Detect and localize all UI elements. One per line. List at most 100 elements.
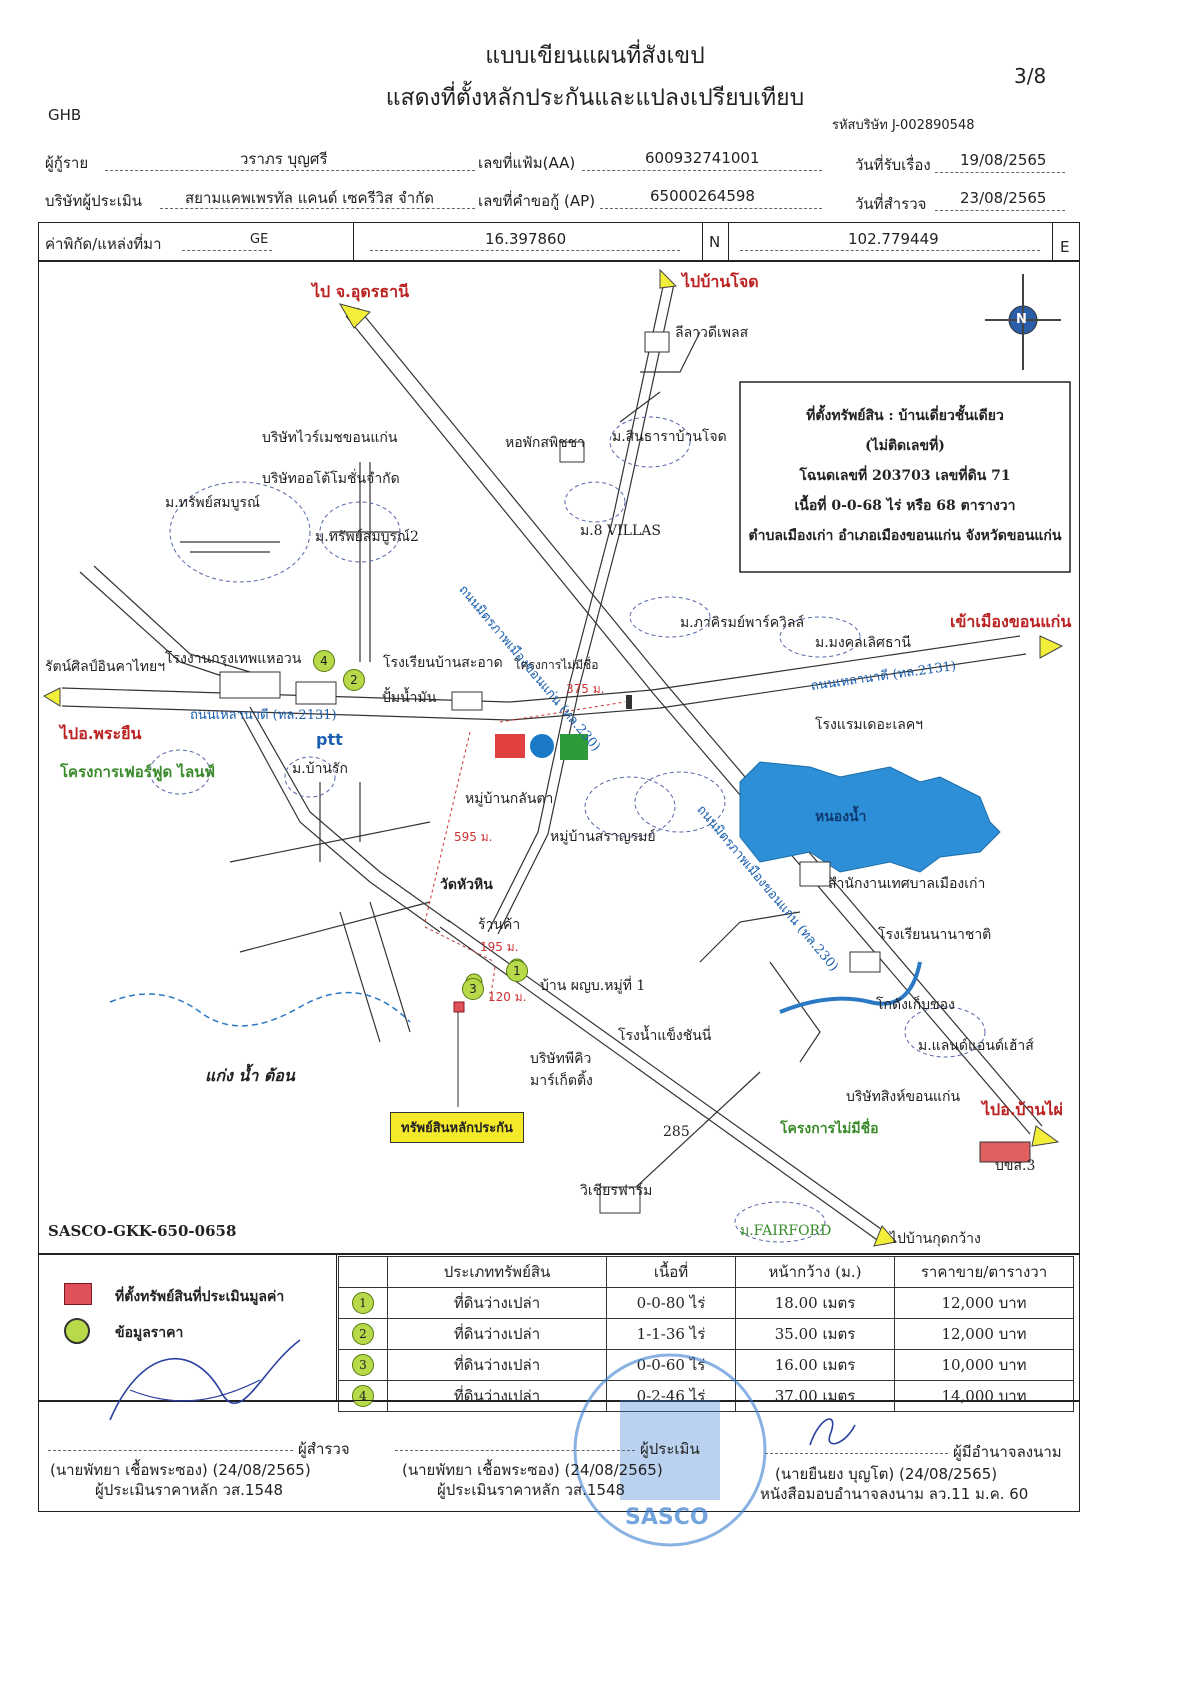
table-row: 1 ที่ดินว่างเปล่า 0-0-80 ไร่ 18.00 เมตร … xyxy=(338,1287,1074,1319)
dist-375: 375 ม. xyxy=(566,682,605,696)
collateral-marker xyxy=(453,1001,465,1013)
table-row: 2 ที่ดินว่างเปล่า 1-1-36 ไร่ 35.00 เมตร … xyxy=(338,1318,1074,1350)
app-no-label: เลขที่คำขอกู้ (AP) xyxy=(478,192,596,210)
label-wiremesh: บริษัทไวร์เมชขอนแก่น xyxy=(262,430,398,446)
dist-120: 120 ม. xyxy=(488,990,527,1004)
label-pakirom: ม.ภาคิรมย์พาร์ควิลล์ xyxy=(680,615,805,631)
label-auto: บริษัทออโต้โมชั่นจำกัด xyxy=(262,471,400,487)
signature-scribble xyxy=(109,1339,301,1421)
signer2-name: (นายพัทยา เชื้อพระซอง) (24/08/2565) xyxy=(402,1461,663,1479)
label-msap: ม.ทรัพย์สมบูรณ์ xyxy=(165,495,261,511)
file-no-value: 600932741001 xyxy=(645,149,760,167)
label-to-phrayuen: ไปอ.พระยืน xyxy=(60,724,142,743)
label-shop: ร้านค้า xyxy=(478,917,521,933)
label-pq-mart: บริษัทพีคิว มาร์เก็ตติ้ง xyxy=(530,1051,593,1089)
coord-label: ค่าพิกัด/แหล่งที่มา xyxy=(45,235,162,253)
info-line-4: เนื้อที่ 0-0-68 ไร่ หรือ 68 ตารางวา xyxy=(794,498,1016,514)
table-header: ประเภททรัพย์สิน xyxy=(387,1256,607,1288)
map-canvas xyxy=(42,268,1071,1247)
borrower-value: วราภร บุญศรี xyxy=(240,150,328,168)
info-box: ที่ตั้งทรัพย์สิน : บ้านเดี่ยวชั้นเดียว (… xyxy=(740,405,1070,547)
signer3-title: หนังสือมอบอำนาจลงนาม ลว.11 ม.ค. 60 xyxy=(760,1485,1029,1503)
label-dorm: หอพักสพิชชา xyxy=(505,435,585,451)
label-headman: บ้าน ผญบ.หมู่ที่ 1 xyxy=(540,978,646,994)
signer1-name: (นายพัทยา เชื้อพระซอง) (24/08/2565) xyxy=(50,1461,311,1479)
survey-label: วันที่สำรวจ xyxy=(855,195,927,213)
label-school-saad: โรงเรียนบ้านสะอาด xyxy=(383,655,503,671)
label-285: 285 xyxy=(663,1124,690,1140)
legend-green-swatch xyxy=(64,1318,90,1344)
price-point-2: 2 xyxy=(343,669,365,691)
label-unnamed-project: โครงการไม่มีชื่อ xyxy=(514,658,599,672)
appraiser-value: สยามแคพเพรทัล แคนด์ เซครีวิส จำกัด xyxy=(185,189,435,207)
signature-scribble-3 xyxy=(809,1418,856,1446)
title-line-2: แสดงที่ตั้งหลักประกันและแปลงเปรียบเทียบ xyxy=(385,85,805,111)
signer2-role: ผู้ประเมิน xyxy=(640,1440,700,1458)
label-warehouse: โกดังเก็บของ xyxy=(876,997,955,1013)
label-land-house: ม.แลนด์แอนด์เฮ้าส์ xyxy=(918,1038,1034,1054)
label-to-kutkwang: ไปบ้านกุดกว้าง xyxy=(890,1231,981,1247)
label-pond: หนองน้ำ xyxy=(815,809,867,825)
price-point-3: 3 xyxy=(462,978,484,1000)
label-to-banchot: ไปบ้านโจด xyxy=(682,272,759,291)
pond xyxy=(739,761,1001,873)
arrow-udon xyxy=(338,303,371,329)
latitude: 16.397860 xyxy=(485,230,567,248)
label-fairford: ม.FAIRFORD xyxy=(740,1223,832,1239)
company-stamp xyxy=(573,1353,767,1547)
borrower-label: ผู้กู้ราย xyxy=(45,154,89,172)
label-banrak: ม.บ้านรัก xyxy=(292,761,348,777)
info-line-3: โฉนดเลขที่ 203703 เลขที่ดิน 71 xyxy=(799,468,1011,484)
signer3-role: ผู้มีอำนาจลงนาม xyxy=(953,1443,1062,1461)
price-table: ประเภททรัพย์สิน เนื้อที่ หน้ากว้าง (ม.) … xyxy=(338,1256,1074,1412)
arrow-banchot xyxy=(659,268,678,289)
label-kanta: หมู่บ้านกลันตา xyxy=(465,791,554,807)
price-point-1: 1 xyxy=(506,960,528,982)
label-hotel: โรงแรมเดอะเลคฯ xyxy=(815,717,924,733)
map-frame xyxy=(38,260,1080,1255)
title-line-1: แบบเขียนแผนที่สังเขป xyxy=(485,43,705,69)
label-singha: บริษัทสิงห์ขอนแก่น xyxy=(846,1089,961,1105)
label-forest-project: โครงการเฟอร์ฟูด ไลนฟ์ xyxy=(60,763,216,781)
legend-red-swatch xyxy=(64,1283,92,1305)
arrow-khonkaen xyxy=(1039,635,1064,659)
label-visia: วิเชียรฟาร์ม xyxy=(580,1183,653,1199)
label-msap2: ม.ทรัพย์สมบูรณ์2 xyxy=(315,529,419,545)
arrow-banphai xyxy=(1031,1125,1060,1147)
signer1-role: ผู้สำรวจ xyxy=(298,1440,350,1458)
lon-dir: E xyxy=(1060,238,1070,256)
received-label: วันที่รับเรื่อง xyxy=(855,156,931,174)
stamp-text: SASCO xyxy=(625,1505,709,1530)
compass-north: N xyxy=(1016,312,1027,327)
dist-595: 595 ม. xyxy=(454,830,493,844)
label-school-inter: โรงเรียนนานาชาติ xyxy=(878,927,992,943)
label-to-udon: ไป จ.อุดรธานี xyxy=(312,282,409,301)
signer3-name: (นายยืนยง บุญโต) (24/08/2565) xyxy=(775,1465,998,1483)
arrow-phrayuen xyxy=(42,687,61,707)
label-factory: โรงงานกรุงเทพแหอวน xyxy=(165,651,302,667)
label-mongkol: ม.มงคลเลิศธานี xyxy=(815,635,911,651)
legend-green-label: ข้อมูลราคา xyxy=(115,1325,184,1341)
company-code: รหัสบริษัท J-002890548 xyxy=(832,118,975,133)
table-row: 3 ที่ดินว่างเปล่า 0-0-60 ไร่ 16.00 เมตร … xyxy=(338,1349,1074,1381)
lat-dir: N xyxy=(709,233,721,251)
label-wat: วัดหัวหิน xyxy=(440,877,493,893)
label-gas: ปั้มน้ำมัน xyxy=(382,690,437,706)
info-line-2: (ไม่ติดเลขที่) xyxy=(865,438,945,454)
label-to-khonkaen: เข้าเมืองขอนแก่น xyxy=(950,612,1072,631)
legend-red-label: ที่ตั้งทรัพย์สินที่ประเมินมูลค่า xyxy=(115,1289,285,1305)
dist-195: 195 ม. xyxy=(480,940,519,954)
reference-code: SASCO-GKK-650-0658 xyxy=(48,1222,237,1240)
road-laonadi-left: ถนนเหลานาดี (ทล.2131) xyxy=(190,708,337,723)
label-unnamed-project-2: โครงการไม่มีชื่อ xyxy=(780,1121,879,1137)
signer1-title: ผู้ประเมินราคาหลัก วส.1548 xyxy=(95,1481,284,1499)
label-ptt: ptt xyxy=(316,730,343,749)
signer2-title: ผู้ประเมินราคาหลัก วส.1548 xyxy=(437,1481,626,1499)
file-no-label: เลขที่แฟ้ม(AA) xyxy=(478,154,576,172)
app-no-value: 65000264598 xyxy=(650,187,755,205)
appraiser-label: บริษัทผู้ประเมิน xyxy=(45,192,143,210)
table-header: เนื้อที่ xyxy=(606,1256,736,1288)
compass-icon xyxy=(985,274,1061,370)
label-bus: บขส.3 xyxy=(995,1158,1036,1174)
label-sarakrom: หมู่บ้านสราญรมย์ xyxy=(550,829,656,845)
